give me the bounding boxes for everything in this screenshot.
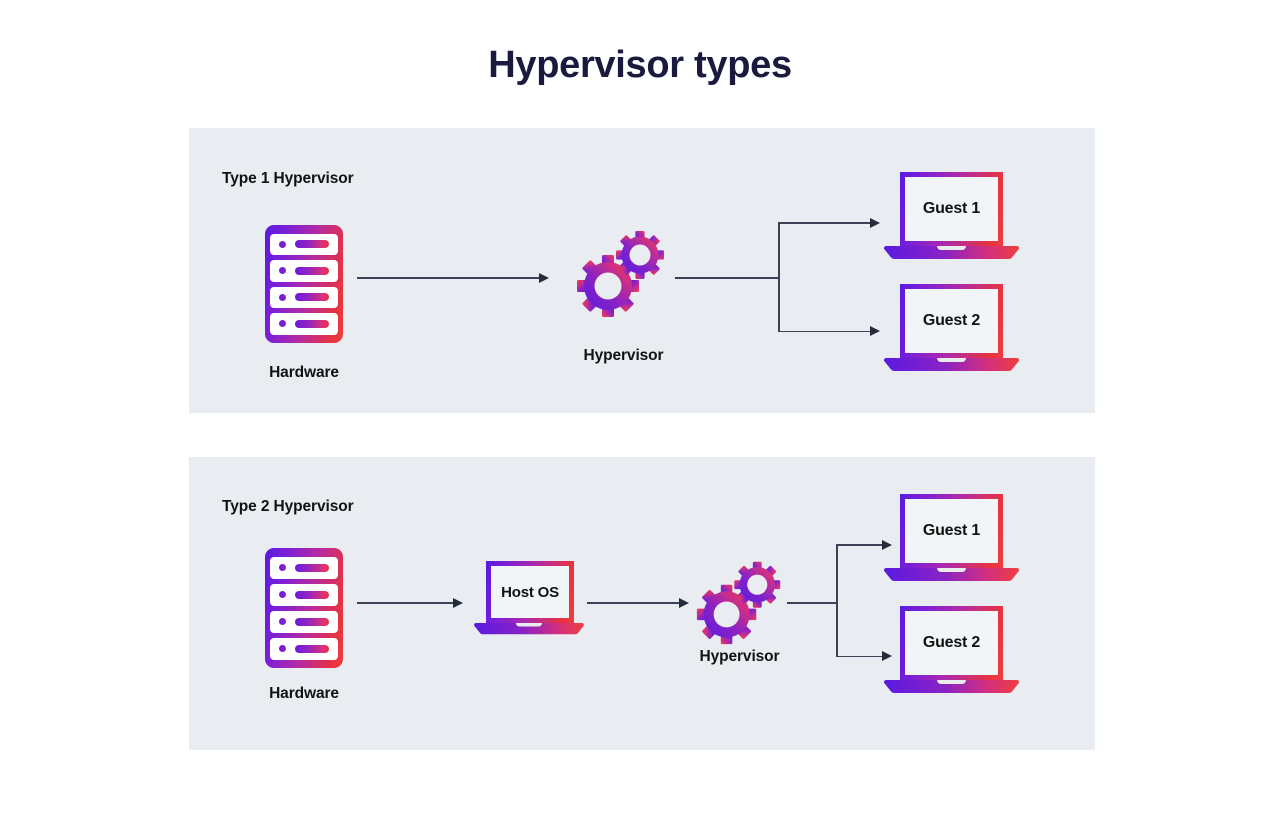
laptop-icon-guest-1: Guest 1 [884,494,1019,582]
connector-split-vertical [836,544,838,657]
connector-split-to-guest-2 [778,330,870,333]
guest-1-label: Guest 1 [922,200,981,217]
laptop-base [884,246,1019,260]
guest-2-label: Guest 2 [922,312,981,329]
laptop-screen-inner: Guest 2 [905,289,998,353]
guest-2-label: Guest 2 [922,634,981,651]
server-dot [279,320,286,328]
laptop-icon-host-os: Host OS [474,561,584,635]
server-bar [295,240,329,249]
connector-hypervisor-to-split [787,602,837,604]
laptop-base [884,680,1019,694]
server-icon [265,225,343,343]
server-bar [295,319,329,328]
server-slot [270,583,338,606]
server-dot [279,618,286,625]
arrow-head-icon [870,217,880,228]
hardware-label: Hardware [269,364,339,381]
server-slot [270,556,338,579]
server-dot [279,267,286,275]
panel-title-type-2: Type 2 Hypervisor [222,498,354,515]
laptop-screen: Guest 1 [900,172,1003,246]
server-slot [270,313,338,335]
arrow-head-icon [539,272,549,283]
gears-icon [574,224,670,320]
server-bar [295,293,329,302]
panel-type-2-hypervisor: Type 2 Hypervisor Hardware Host OS [189,457,1095,750]
hypervisor-label: Hypervisor [699,648,780,665]
hypervisor-label: Hypervisor [583,347,664,364]
server-dot [279,591,286,598]
server-bar [295,563,329,572]
connector-split-to-guest-1 [778,222,870,224]
laptop-base [474,623,584,635]
laptop-base [884,568,1019,582]
server-slot [270,260,338,282]
laptop-screen-inner: Host OS [491,566,569,618]
panel-type-1-hypervisor: Type 1 Hypervisor Hardware [189,128,1095,413]
connector-hardware-to-host-os [357,602,453,604]
server-dot [279,293,286,301]
laptop-icon-guest-2: Guest 2 [884,284,1019,372]
arrow-head-icon [453,597,463,608]
laptop-base [884,358,1019,372]
server-bar [295,617,329,626]
guest-1-label: Guest 1 [922,522,981,539]
server-icon [265,548,343,668]
server-dot [279,645,286,652]
connector-hardware-to-hypervisor [357,277,539,279]
connector-split-vertical [778,222,780,332]
arrow-head-icon [882,539,892,550]
laptop-icon-guest-1: Guest 1 [884,172,1019,260]
arrow-head-icon [870,326,880,336]
gears-icon [694,555,786,647]
laptop-screen-inner: Guest 1 [905,177,998,241]
server-bar [295,590,329,599]
server-dot [279,240,286,248]
arrow-head-icon [679,597,689,608]
connector-host-os-to-hypervisor [587,602,679,604]
panel-title-type-1: Type 1 Hypervisor [222,170,354,187]
laptop-screen: Guest 1 [900,494,1003,568]
server-bar [295,266,329,275]
server-slot [270,610,338,633]
laptop-icon-guest-2: Guest 2 [884,606,1019,694]
server-slot [270,233,338,255]
server-bar [295,644,329,653]
connector-hypervisor-to-split [675,277,779,279]
laptop-screen: Host OS [486,561,574,623]
host-os-label: Host OS [501,583,559,601]
page-title: Hypervisor types [488,44,792,86]
laptop-screen: Guest 2 [900,606,1003,680]
connector-split-to-guest-1 [836,544,882,546]
connector-split-to-guest-2 [836,655,882,658]
arrow-head-icon [882,651,892,661]
laptop-screen-inner: Guest 2 [905,611,998,675]
laptop-screen: Guest 2 [900,284,1003,358]
server-dot [279,564,286,571]
laptop-screen-inner: Guest 1 [905,499,998,563]
hardware-label: Hardware [269,685,339,702]
server-slot [270,637,338,660]
server-slot [270,286,338,308]
